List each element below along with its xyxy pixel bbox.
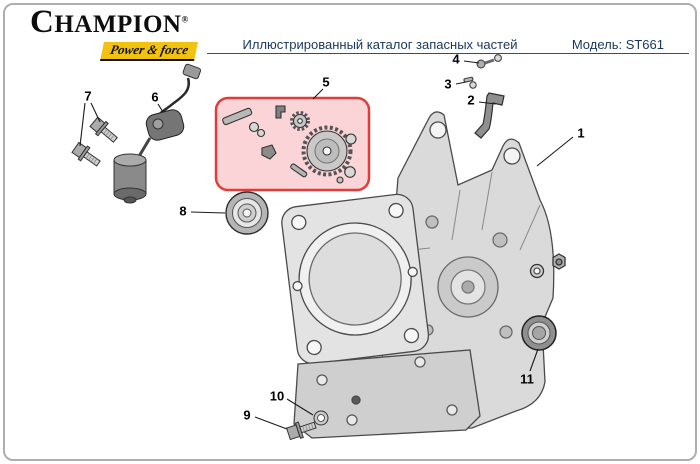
page-title: Иллюстрированный каталог запасных частей	[242, 37, 518, 52]
part-9-drain-bolt[interactable]	[285, 418, 318, 442]
callout-8[interactable]: 8	[179, 203, 187, 219]
part-1-crankcase[interactable]	[280, 111, 566, 439]
part-4-screw[interactable]	[476, 54, 502, 69]
part-2-governor-arm[interactable]	[474, 92, 505, 139]
part-10-washer[interactable]	[313, 410, 329, 426]
header-divider	[207, 53, 689, 54]
brand-name: CHAMPION®	[30, 4, 189, 40]
part-11-oil-seal[interactable]	[521, 315, 557, 351]
callout-5[interactable]: 5	[322, 74, 330, 90]
callout-4[interactable]: 4	[452, 51, 460, 67]
part-6-oil-sensor[interactable]	[113, 63, 202, 204]
callout-1[interactable]: 1	[577, 125, 585, 141]
brand-logo: CHAMPION® Power & force	[30, 5, 210, 61]
part-8-bearing[interactable]	[225, 191, 269, 235]
registered-mark: ®	[181, 14, 189, 25]
part-3-pin[interactable]	[463, 76, 477, 89]
callout-11[interactable]: 11	[520, 371, 534, 387]
callout-6[interactable]: 6	[151, 89, 159, 105]
callout-3[interactable]: 3	[444, 76, 452, 92]
callout-7[interactable]: 7	[84, 88, 92, 104]
callout-10[interactable]: 10	[269, 388, 285, 404]
part-5-governor-gear-group[interactable]	[222, 105, 357, 184]
callout-leader-lines	[79, 60, 574, 430]
part-7-bolts[interactable]	[71, 116, 121, 170]
callout-9[interactable]: 9	[243, 407, 251, 423]
callout-2[interactable]: 2	[467, 92, 475, 108]
model-label: Модель: ST661	[571, 37, 664, 52]
